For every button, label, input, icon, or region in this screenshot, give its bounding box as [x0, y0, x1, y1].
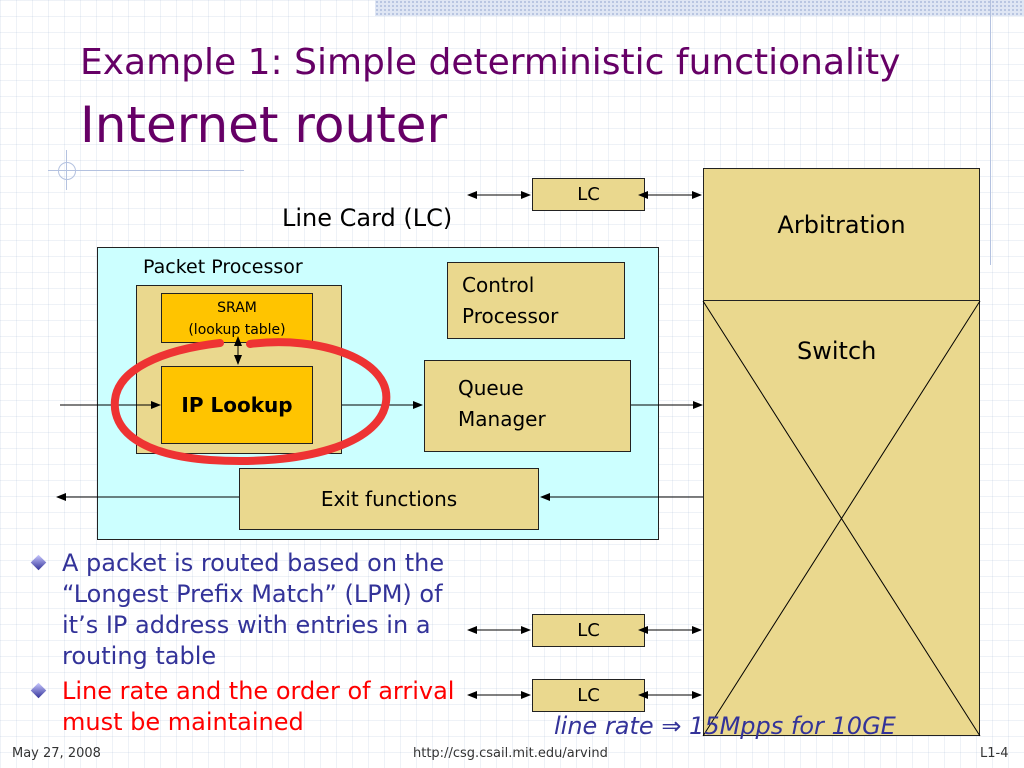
ip-lookup-box: IP Lookup: [161, 366, 313, 444]
sram-sublabel: (lookup table): [188, 322, 286, 338]
queue-manager-label-2: Manager: [458, 407, 546, 431]
ip-lookup-label: IP Lookup: [181, 393, 293, 417]
lc-label: LC: [577, 184, 600, 205]
footer-url: http://csg.csail.mit.edu/arvind: [413, 746, 608, 761]
bullet-list: A packet is routed based on the “Longest…: [30, 548, 470, 742]
slide-title: Example 1: Simple deterministic function…: [80, 42, 901, 83]
lc-box-middle: LC: [532, 614, 645, 647]
line-rate-note: line rate ⇒ 15Mpps for 10GE: [554, 712, 896, 740]
bullet-item: A packet is routed based on the “Longest…: [30, 548, 470, 672]
arbitration-label: Arbitration: [777, 211, 906, 239]
packet-processor-label: Packet Processor: [143, 256, 303, 278]
header-decoration-band: [375, 0, 1024, 16]
queue-manager-label: Queue: [458, 376, 524, 400]
sram-label: SRAM: [217, 300, 257, 316]
exit-functions-label: Exit functions: [320, 487, 458, 511]
control-processor-box: Control Processor: [447, 262, 625, 339]
decoration-circle: [58, 162, 76, 180]
line-card-caption: Line Card (LC): [282, 204, 453, 232]
bullet-text: Line rate and the order of arrival must …: [62, 677, 455, 736]
decoration-line: [48, 170, 244, 171]
footer-page-number: L1-4: [980, 746, 1009, 761]
arbitration-box: Arbitration: [703, 168, 980, 301]
bullet-text: A packet is routed based on the “Longest…: [62, 549, 445, 670]
slide-subtitle: Internet router: [80, 96, 448, 154]
sram-box: SRAM (lookup table): [161, 293, 313, 343]
lc-box-bottom: LC: [532, 679, 645, 712]
decoration-line: [990, 0, 991, 265]
footer-date: May 27, 2008: [12, 746, 101, 761]
exit-functions-box: Exit functions: [239, 468, 539, 530]
diamond-bullet-icon: [30, 548, 62, 672]
lc-label: LC: [577, 685, 600, 706]
bullet-item: Line rate and the order of arrival must …: [30, 676, 470, 738]
lc-box-top: LC: [532, 178, 645, 211]
queue-manager-box: Queue Manager: [424, 360, 631, 452]
control-processor-label: Control: [462, 273, 535, 297]
switch-box: Switch: [703, 300, 980, 736]
lc-label: LC: [577, 620, 600, 641]
control-processor-label-2: Processor: [462, 304, 559, 328]
diamond-bullet-icon: [30, 676, 62, 738]
switch-label: Switch: [797, 337, 877, 365]
